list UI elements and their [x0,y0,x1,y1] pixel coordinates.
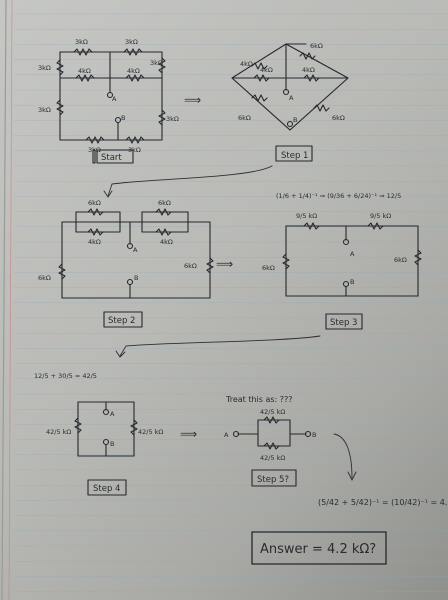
node-step5-a: A [224,431,229,439]
step-start-label: Start [101,153,122,163]
step3-calculation: (1/6 + 1/4)⁻¹ ⇒ (9/36 + 6/24)⁻¹ ⇒ 12/5 [276,192,401,200]
label-step3-r1: 9/5 kΩ [296,212,317,220]
circuit-start [56,48,166,164]
step4-label: Step 4 [93,484,120,494]
node-step5-b: B [312,431,316,439]
label-start-r2: 3kΩ [125,38,138,46]
label-step1-r2: 4kΩ [240,60,253,68]
label-step5-r1: 42/5 kΩ [260,408,285,416]
label-start-r6: 3kΩ [150,59,163,67]
label-step1-r6: 6kΩ [332,114,345,122]
node-step3-b: B [350,278,354,286]
node-step3-a: A [350,250,355,258]
label-step3-r4: 6kΩ [394,256,407,264]
node-step2-a: A [133,246,138,254]
step1-label: Step 1 [281,151,308,161]
circuit-step4 [74,401,138,496]
step4-calculation: 12/5 + 30/5 = 42/5 [34,372,97,380]
label-step4-r2: 42/5 kΩ [138,428,163,436]
label-start-r5: 4kΩ [127,67,140,75]
circuit-step1 [231,43,349,162]
arrow-step2-to-step3: ⟹ [216,257,233,271]
node-step1-b: B [293,116,297,124]
label-step2-r5: 6kΩ [38,274,51,282]
arrow-step4-to-step5: ⟹ [180,427,197,441]
step2-label: Step 2 [108,316,135,326]
label-start-r8: 3kΩ [166,115,179,123]
node-step1-a: A [289,94,294,102]
label-step1-r3: 4kΩ [260,66,273,74]
node-start-b: B [121,114,125,122]
label-step2-r3: 6kΩ [158,199,171,207]
label-step3-r3: 6kΩ [262,264,275,272]
node-step2-b: B [134,274,138,282]
label-step2-r1: 6kΩ [88,199,101,207]
step3-label: Step 3 [330,318,357,328]
final-calculation: (5/42 + 5/42)⁻¹ = (10/42)⁻¹ = 4.2 [318,498,448,507]
label-start-r3: 3kΩ [38,64,51,72]
label-step2-r6: 6kΩ [184,262,197,270]
label-step1-r1: 6kΩ [310,42,323,50]
label-start-r9: 3kΩ [88,146,101,154]
arrow-step1-to-step2 [107,165,273,197]
label-start-r4: 4kΩ [78,67,91,75]
node-step4-a: A [110,410,115,418]
label-step2-r4: 4kΩ [160,238,173,246]
answer-text: Answer = 4.2 kΩ? [260,542,376,557]
label-step3-r2: 9/5 kΩ [370,212,391,220]
label-start-r10: 3kΩ [128,146,141,154]
label-step1-r5: 6kΩ [238,114,251,122]
label-step2-r2: 4kΩ [88,238,101,246]
step5-label: Step 5? [257,475,289,485]
label-start-r7: 3kΩ [38,106,51,114]
arrow-start-to-step1: ⟹ [184,93,201,107]
arrow-step5-to-calc [333,433,353,479]
circuit-step2 [58,208,214,328]
label-step4-r1: 42/5 kΩ [46,428,71,436]
circuit-step3 [282,222,422,330]
treat-as-note: Treat this as: ??? [225,395,293,404]
label-start-r1: 3kΩ [75,38,88,46]
circuit-step5 [232,416,312,487]
label-step5-r2: 42/5 kΩ [260,454,285,462]
node-step4-b: B [110,440,114,448]
arrow-step3-to-step4 [119,335,321,357]
node-start-a: A [112,95,117,103]
label-step1-r4: 4kΩ [302,66,315,74]
